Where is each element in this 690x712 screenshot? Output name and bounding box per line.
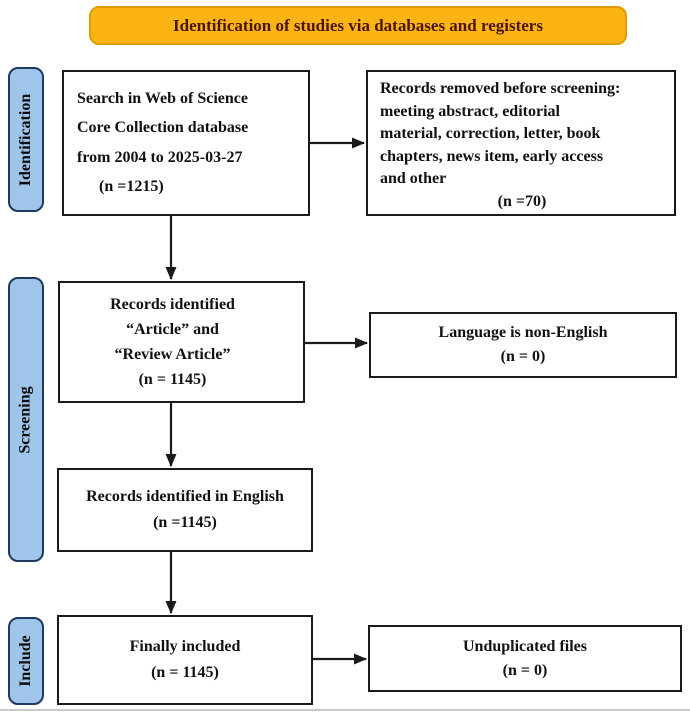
banner: Identification of studies via databases … — [89, 6, 627, 45]
box-search-wos: Search in Web of Science Core Collection… — [62, 70, 310, 216]
box-identified-line-3: “Review Article” — [114, 346, 231, 363]
box-identified-count: (n = 1145) — [138, 371, 207, 388]
box-identified-line-1: Records identified — [110, 296, 235, 313]
box-undup-text: Unduplicated files — [462, 637, 587, 655]
box-removed-count: (n =70) — [497, 192, 547, 210]
stage-screening-text: Screening — [17, 385, 35, 454]
box-search-line-2: Core Collection database — [77, 119, 249, 137]
box-unduplicated-files: Unduplicated files (n = 0) — [368, 625, 682, 692]
box-removed-line-4: chapters, news item, early access — [380, 147, 604, 165]
box-language-text: Language is non-English — [438, 324, 608, 341]
box-removed-line-5: and other — [380, 170, 447, 187]
box-identified-line-2: “Article” and — [126, 321, 219, 338]
banner-title: Identification of studies via databases … — [173, 15, 543, 35]
box-english-count: (n =1145) — [153, 514, 217, 531]
stage-label-screening: Screening — [8, 277, 44, 562]
box-search-line-3: from 2004 to 2025-03-27 — [77, 148, 243, 166]
box-undup-count: (n = 0) — [502, 661, 548, 679]
stage-identification-text: Identification — [17, 93, 35, 186]
box-language-non-english: Language is non-English (n = 0) — [369, 312, 677, 378]
box-removed-line-1: Records removed before screening: — [380, 80, 621, 97]
box-records-removed: Records removed before screening: meetin… — [366, 70, 676, 216]
box-search-line-1: Search in Web of Science — [77, 90, 248, 108]
box-finally-included: Finally included (n = 1145) — [57, 615, 313, 705]
box-final-text: Finally included — [129, 638, 241, 655]
stage-label-include: Include — [8, 617, 44, 705]
box-records-identified: Records identified “Article” and “Review… — [58, 281, 305, 403]
box-language-count: (n = 0) — [500, 348, 546, 365]
box-english-text: Records identified in English — [86, 488, 284, 505]
box-records-english: Records identified in English (n =1145) — [57, 468, 313, 552]
box-removed-line-2: meeting abstract, editorial — [380, 102, 560, 120]
box-final-count: (n = 1145) — [151, 664, 219, 681]
page-edge-line — [0, 709, 690, 711]
box-removed-line-3: material, correction, letter, book — [380, 125, 601, 142]
stage-label-identification: Identification — [8, 67, 44, 212]
box-search-count: (n =1215) — [99, 177, 164, 195]
stage-include-text: Include — [17, 635, 35, 687]
